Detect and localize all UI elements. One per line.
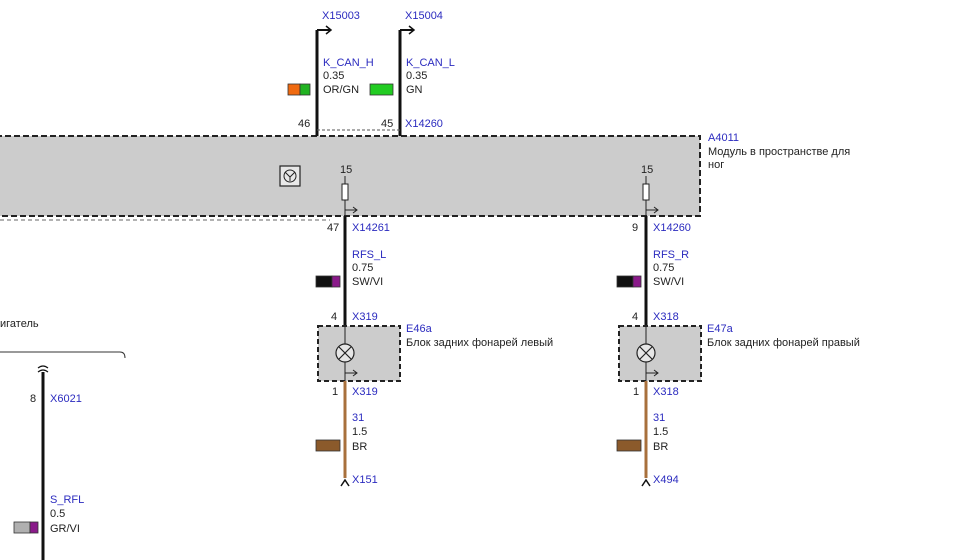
module-a4011-body[interactable] <box>0 135 701 217</box>
ground-right-color-swatch <box>616 439 642 452</box>
rfs-r-color-swatch-a <box>616 275 634 288</box>
lamp-e47a-name-label: Блок задних фонарей правый <box>707 337 860 349</box>
module-name-line1: Модуль в пространстве для <box>708 146 850 158</box>
can-l-signal-label: K_CAN_L <box>406 57 455 69</box>
lamp-e46a-body[interactable] <box>317 325 401 382</box>
ground-left-color-label: BR <box>352 441 367 453</box>
ground-right-arrow-icon <box>641 478 651 487</box>
pin-1-left-label: 1 <box>332 386 338 398</box>
ground-left-gauge-label: 1.5 <box>352 426 367 438</box>
internal-fuse-left: 15 <box>340 164 358 216</box>
pin-1-right-label: 1 <box>633 386 639 398</box>
far-left-partial-label: игатель <box>0 318 39 330</box>
connector-x15004-label[interactable]: X15004 <box>405 10 443 22</box>
connector-x14260-top-label[interactable]: X14260 <box>405 118 443 130</box>
rfs-l-gauge-label: 0.75 <box>352 262 373 274</box>
connector-x6021-label[interactable]: X6021 <box>50 393 82 405</box>
can-h-signal-label: K_CAN_H <box>323 57 374 69</box>
s-rfl-color-swatch-a <box>13 521 31 534</box>
can-l-color-swatch <box>369 83 394 96</box>
far-left-bracket <box>0 351 126 359</box>
s-rfl-gauge-label: 0.5 <box>50 508 65 520</box>
wire-k-can-h[interactable] <box>315 25 333 136</box>
lamp-e47a-id-label[interactable]: E47a <box>707 323 734 335</box>
module-internal-symbol-icon <box>279 165 301 187</box>
can-h-color-swatch-b <box>299 83 311 96</box>
wire-k-can-l[interactable] <box>398 25 416 136</box>
ground-left-arrow-icon <box>340 478 350 487</box>
connector-x318-out-label[interactable]: X318 <box>653 386 679 398</box>
pin-45-label: 45 <box>381 118 393 130</box>
rfs-r-color-label: SW/VI <box>653 276 684 288</box>
lamp-e46a-id-label[interactable]: E46a <box>406 323 433 335</box>
ground-left-signal-label: 31 <box>352 412 364 424</box>
pin-46-label: 46 <box>298 118 310 130</box>
pin-15-right-label: 15 <box>641 164 653 176</box>
internal-fuse-right: 15 <box>641 164 659 216</box>
connector-x494-label[interactable]: X494 <box>653 474 679 486</box>
rfs-r-signal-label: RFS_R <box>653 249 689 261</box>
ground-right-color-label: BR <box>653 441 668 453</box>
pin-47-label: 47 <box>327 222 339 234</box>
can-l-color-label: GN <box>406 84 423 96</box>
connector-x151-label[interactable]: X151 <box>352 474 378 486</box>
pin-4-right-label: 4 <box>632 311 638 323</box>
lamp-bulb-left-icon <box>335 326 358 381</box>
pin-4-left-label: 4 <box>331 311 337 323</box>
connector-x15003-label[interactable]: X15003 <box>322 10 360 22</box>
rfs-l-color-swatch-b <box>331 275 341 288</box>
connector-x14261-label[interactable]: X14261 <box>352 222 390 234</box>
connector-x319-in-label[interactable]: X319 <box>352 311 378 323</box>
can-l-gauge-label: 0.35 <box>406 70 427 82</box>
rfs-l-color-swatch-a <box>315 275 333 288</box>
can-h-gauge-label: 0.35 <box>323 70 344 82</box>
can-h-color-swatch-a <box>287 83 301 96</box>
connector-x14260-right-label[interactable]: X14260 <box>653 222 691 234</box>
ground-right-gauge-label: 1.5 <box>653 426 668 438</box>
ground-right-signal-label: 31 <box>653 412 665 424</box>
s-rfl-color-swatch-b <box>29 521 39 534</box>
module-name-line2: ног <box>708 159 724 171</box>
connector-x318-in-label[interactable]: X318 <box>653 311 679 323</box>
lamp-e47a-body[interactable] <box>618 325 702 382</box>
pin-15-left-label: 15 <box>340 164 352 176</box>
ground-left-color-swatch <box>315 439 341 452</box>
rfs-l-color-label: SW/VI <box>352 276 383 288</box>
rfs-r-gauge-label: 0.75 <box>653 262 674 274</box>
s-rfl-signal-label: S_RFL <box>50 494 84 506</box>
lamp-e46a-name-label: Блок задних фонарей левый <box>406 337 553 349</box>
connector-x319-out-label[interactable]: X319 <box>352 386 378 398</box>
rfs-l-signal-label: RFS_L <box>352 249 386 261</box>
pin-9-label: 9 <box>632 222 638 234</box>
rfs-r-color-swatch-b <box>632 275 642 288</box>
far-left-pin-label: 8 <box>30 393 36 405</box>
s-rfl-color-label: GR/VI <box>50 523 80 535</box>
can-h-color-label: OR/GN <box>323 84 359 96</box>
far-left-break-icon <box>37 365 49 373</box>
lamp-bulb-right-icon <box>636 326 659 381</box>
module-id-label[interactable]: A4011 <box>708 132 739 144</box>
